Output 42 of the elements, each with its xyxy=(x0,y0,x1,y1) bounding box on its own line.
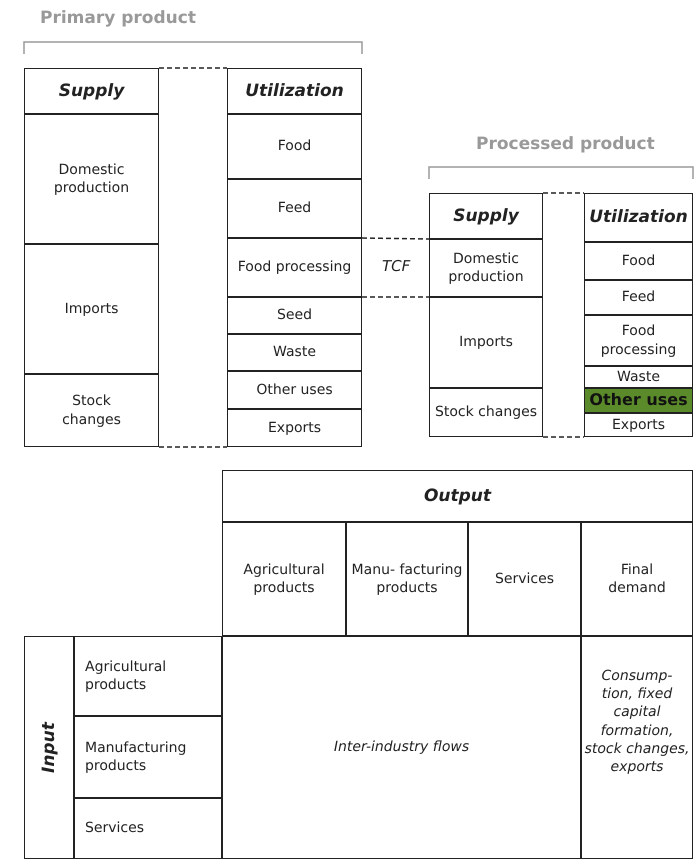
table-cell: Manufacturing products xyxy=(74,716,222,798)
table-cell: Domestic production xyxy=(24,114,159,244)
table-cell: Exports xyxy=(584,413,693,437)
table-cell: Waste xyxy=(227,334,362,371)
table-cell: Manu- facturing products xyxy=(346,522,468,636)
table-cell: Services xyxy=(74,798,222,859)
table-cell: Domestic production xyxy=(429,239,543,297)
table-cell: Feed xyxy=(584,280,693,315)
table-cell: Seed xyxy=(227,297,362,334)
header-cell: Utilization xyxy=(227,68,362,114)
header-cell: Supply xyxy=(24,68,159,114)
table-cell: Stock changes xyxy=(429,388,543,437)
header-cell: Utilization xyxy=(584,193,693,242)
table-cell: Food processing xyxy=(227,238,362,297)
table-cell: Final demand xyxy=(581,522,693,636)
table-cell: Imports xyxy=(24,244,159,374)
table-cell: Food xyxy=(227,114,362,179)
table-cell: Food xyxy=(584,242,693,280)
table-cell: Services xyxy=(468,522,581,636)
connector-line xyxy=(362,296,429,298)
connector-line xyxy=(543,192,584,194)
table-cell: Agricultural products xyxy=(222,522,346,636)
connector-line xyxy=(543,436,584,438)
row-header-cell: Input xyxy=(24,636,74,859)
table-cell: Feed xyxy=(227,179,362,238)
table-cell: Consump- tion, fixed capital formation, stock changes, exports xyxy=(581,636,693,859)
connector-line xyxy=(159,67,227,69)
connector-line xyxy=(159,446,227,448)
header-cell: Output xyxy=(222,470,693,522)
highlighted-cell: Other uses xyxy=(584,388,693,413)
table-cell: Exports xyxy=(227,409,362,447)
header-cell: Supply xyxy=(429,193,543,239)
group-heading: Processed product xyxy=(476,134,655,154)
table-cell: Stock changes xyxy=(24,374,159,447)
connector-line xyxy=(362,237,430,240)
table-cell: Imports xyxy=(429,297,543,388)
table-cell: Inter-industry flows xyxy=(222,636,581,859)
table-cell: Food processing xyxy=(584,315,693,366)
group-heading: Primary product xyxy=(40,8,196,28)
table-cell: Other uses xyxy=(227,371,362,409)
table-cell: Waste xyxy=(584,366,693,388)
table-cell: Agricultural products xyxy=(74,636,222,716)
